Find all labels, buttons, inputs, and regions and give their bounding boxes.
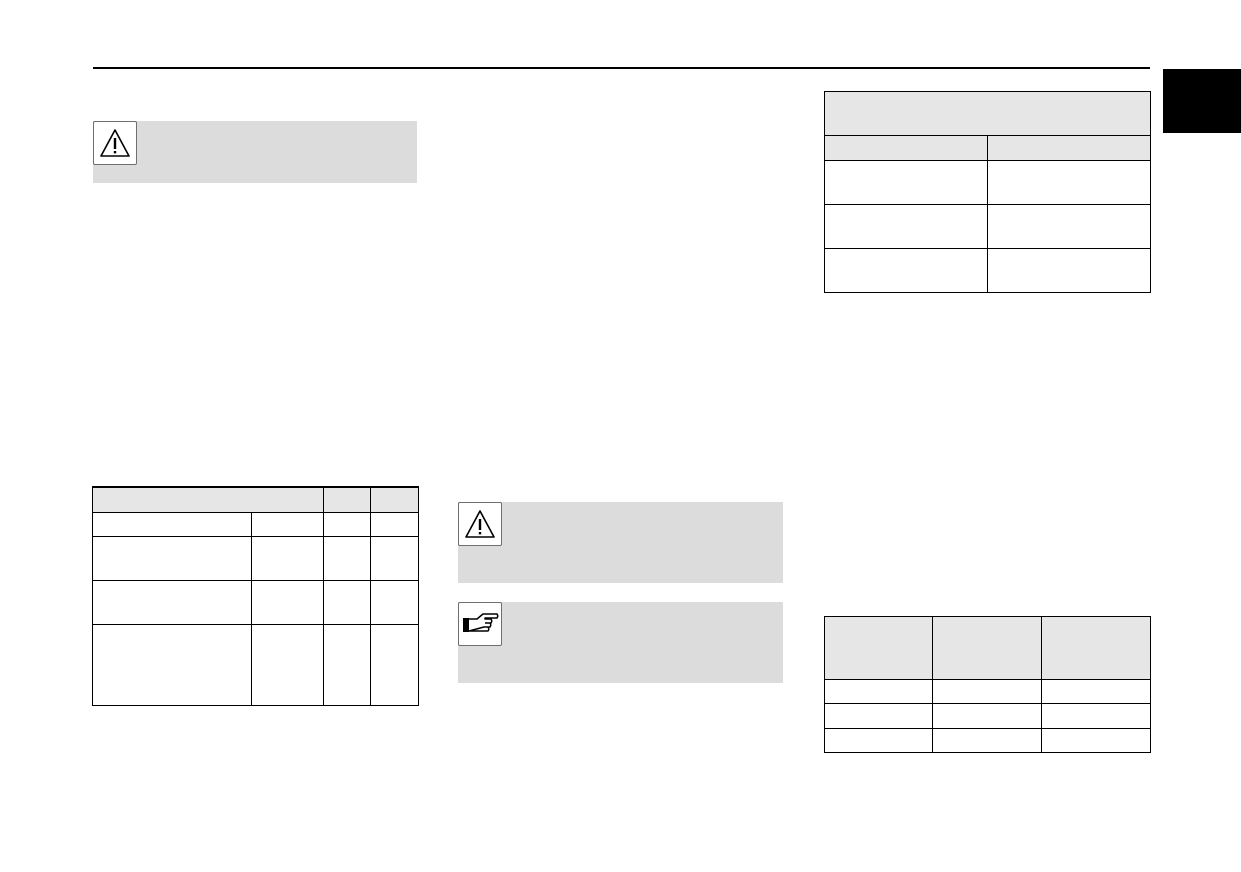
table-cell [824,248,988,293]
table-header-cell [370,486,419,513]
table-header-cell [824,616,933,680]
warning-triangle-icon [458,502,502,546]
spec-table [824,91,1151,293]
table-cell [824,703,933,729]
table-row [92,623,419,706]
table-cell [370,535,419,581]
table-cell [323,579,371,625]
table-title-cell [824,91,1151,136]
warning-triangle-icon [93,121,137,165]
table-cell [92,535,252,581]
table-row [824,204,1151,249]
table-header-cell [323,486,371,513]
header-rule [93,67,1150,69]
table-cell [92,579,252,625]
table-row [92,535,419,581]
table-cell [323,511,371,537]
table-row [824,728,1151,753]
table-header-cell [1041,616,1151,680]
table-row [92,511,419,537]
table-cell [1041,679,1151,704]
table-cell [824,728,933,753]
section-tab [1163,69,1241,133]
table-cell [323,623,371,706]
table-header-cell [92,486,324,513]
spec-table [824,616,1151,753]
table-cell [251,511,324,537]
table-cell [987,204,1151,249]
table-cell [824,160,988,205]
table-cell [370,579,419,625]
table-cell [1041,703,1151,729]
table-row [824,703,1151,729]
table-row [92,579,419,625]
pointing-hand-icon [458,602,502,646]
table-cell [1041,728,1151,753]
table-cell [987,160,1151,205]
table-header-cell [824,135,988,161]
warning-callout [458,502,783,583]
table-cell [92,623,252,706]
table-cell [92,511,252,537]
warning-callout [93,121,417,183]
table-cell [251,579,324,625]
table-row [824,160,1151,205]
table-header-cell [987,135,1151,161]
table-cell [251,535,324,581]
spec-table [92,486,419,706]
table-cell [932,703,1042,729]
table-cell [987,248,1151,293]
table-cell [370,623,419,706]
table-cell [370,511,419,537]
table-header-cell [932,616,1042,680]
note-callout [458,602,783,683]
table-cell [323,535,371,581]
table-cell [824,204,988,249]
table-row [824,679,1151,704]
table-cell [251,623,324,706]
table-cell [932,728,1042,753]
table-cell [932,679,1042,704]
table-cell [824,679,933,704]
table-row [824,248,1151,293]
